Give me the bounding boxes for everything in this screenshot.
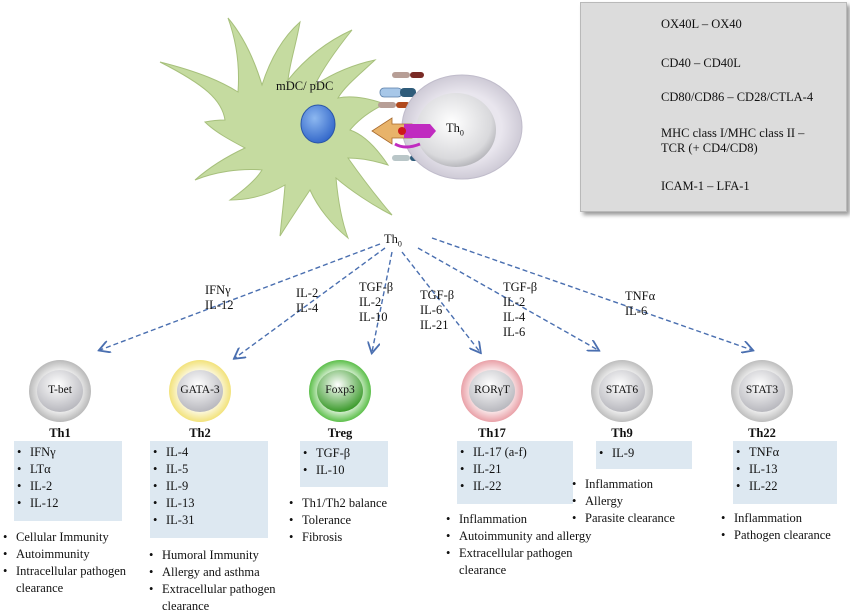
product-item: IFNγ (14, 444, 122, 461)
function-item: Intracellular pathogen clearance (0, 563, 140, 597)
th0-label: Th0 (384, 232, 402, 249)
function-item: Extracellular pathogen clearance (443, 545, 593, 579)
product-item: IL-9 (150, 478, 268, 495)
synapse-receptors (378, 72, 424, 161)
function-item: Inflammation (569, 476, 709, 493)
function-item: Extracellular pathogen clearance (146, 581, 286, 615)
function-item: Cellular Immunity (0, 529, 140, 546)
arrow-th9 (417, 247, 598, 350)
tf-label-th22: STAT3 (745, 384, 779, 396)
function-item: Humoral Immunity (146, 547, 286, 564)
function-item: Tolerance (286, 512, 426, 529)
products-box-th17: IL-17 (a-f) IL-21 IL-22 (457, 441, 573, 504)
tf-sphere-th1 (37, 370, 83, 412)
th0-contact-cell (401, 74, 523, 180)
function-item: Inflammation (443, 511, 593, 528)
tf-sphere-th9 (599, 370, 645, 412)
product-item: IL-10 (300, 462, 388, 479)
product-item: TGF-β (300, 445, 388, 462)
differentiation-arrows (100, 237, 752, 358)
subset-name-th17: Th17 (478, 426, 506, 440)
legend-icam: ICAM-1 – LFA-1 (661, 179, 750, 193)
product-item: IL-5 (150, 461, 268, 478)
tf-label-th2: GATA-3 (180, 384, 220, 396)
dc-nucleus (300, 104, 336, 144)
product-item: IL-12 (14, 495, 122, 512)
subset-name-th9: Th9 (611, 426, 633, 440)
tf-sphere-th2 (177, 370, 223, 412)
arrow-treg (372, 251, 393, 352)
dc-label: mDC/ pDC (276, 79, 334, 93)
subset-name-treg: Treg (327, 426, 353, 440)
legend-mhc: MHC class I/MHC class II – TCR (+ CD4/CD… (661, 126, 805, 155)
function-item: Inflammation (718, 510, 850, 527)
function-item: Th1/Th2 balance (286, 495, 426, 512)
tf-label-th17: RORγT (474, 384, 510, 396)
function-item: Autoimmunity (0, 546, 140, 563)
tf-label-th1: T-bet (48, 384, 72, 396)
legend-cd40: CD40 – CD40L (661, 56, 741, 70)
product-item: IL-4 (150, 444, 268, 461)
product-item: IL-21 (457, 461, 573, 478)
tf-label-th9: STAT6 (605, 384, 639, 396)
product-item: IL-22 (733, 478, 837, 495)
arrow-th17 (401, 251, 480, 352)
function-item: Allergy and asthma (146, 564, 286, 581)
functions-th1: Cellular Immunity Autoimmunity Intracell… (0, 529, 140, 597)
dendritic-cell (159, 17, 393, 240)
products-box-th9: IL-9 (596, 441, 692, 469)
legend-cd80: CD80/CD86 – CD28/CTLA-4 (661, 90, 814, 104)
product-item: IL-9 (596, 445, 692, 462)
functions-treg: Th1/Th2 balance Tolerance Fibrosis (286, 495, 426, 546)
mhc-tcr-complex (371, 117, 436, 149)
functions-th22: Inflammation Pathogen clearance (718, 510, 850, 544)
legend-ox40: OX40L – OX40 (661, 17, 742, 31)
products-box-treg: TGF-β IL-10 (300, 441, 388, 487)
tf-sphere-treg (317, 370, 363, 412)
product-item: IL-22 (457, 478, 573, 495)
legend-panel (580, 2, 847, 212)
functions-th9: Inflammation Allergy Parasite clearance (569, 476, 709, 527)
functions-th17: Inflammation Autoimmunity and allergy Ex… (443, 511, 593, 579)
subset-name-th1: Th1 (49, 426, 71, 440)
product-item: TNFα (733, 444, 837, 461)
function-item: Parasite clearance (569, 510, 709, 527)
products-box-th2: IL-4 IL-5 IL-9 IL-13 IL-31 (150, 441, 268, 538)
product-item: IL-13 (150, 495, 268, 512)
function-item: Fibrosis (286, 529, 426, 546)
subset-name-th2: Th2 (189, 426, 211, 440)
product-item: IL-17 (a-f) (457, 444, 573, 461)
product-item: LTα (14, 461, 122, 478)
function-item: Allergy (569, 493, 709, 510)
arrow-th1 (100, 243, 381, 350)
tf-sphere-th22 (739, 370, 785, 412)
subset-name-th22: Th22 (748, 426, 776, 440)
product-item: IL-31 (150, 512, 268, 529)
th0-contact-label: Th0 (446, 121, 464, 138)
tf-sphere-th17 (469, 370, 515, 412)
product-item: IL-13 (733, 461, 837, 478)
products-box-th22: TNFα IL-13 IL-22 (733, 441, 837, 504)
arrow-th2 (235, 247, 386, 358)
product-item: IL-2 (14, 478, 122, 495)
function-item: Pathogen clearance (718, 527, 850, 544)
products-box-th1: IFNγ LTα IL-2 IL-12 (14, 441, 122, 521)
functions-th2: Humoral Immunity Allergy and asthma Extr… (146, 547, 286, 615)
function-item: Autoimmunity and allergy (443, 528, 593, 545)
arrow-th22 (431, 237, 752, 350)
tf-label-treg: Foxp3 (325, 384, 355, 396)
tf-spheres (29, 360, 793, 422)
